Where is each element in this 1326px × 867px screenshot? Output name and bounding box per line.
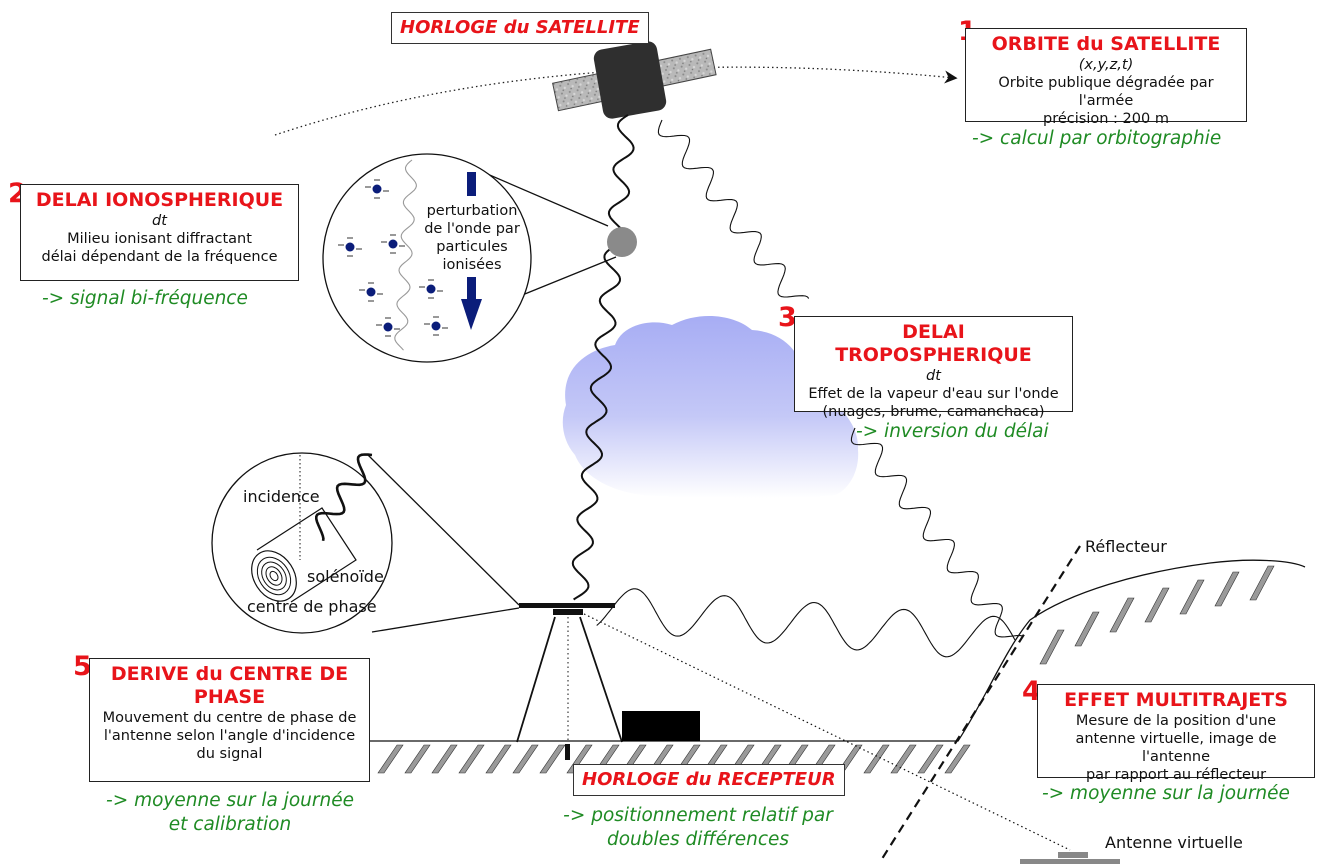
incidence-wave — [315, 453, 373, 541]
phase-solution-line1: -> moyenne sur la journée — [106, 790, 354, 811]
iono-line1: Milieu ionisant diffractant — [67, 231, 252, 247]
tropo-solution: -> inversion du délai — [856, 421, 1049, 442]
orbit-path — [274, 66, 958, 136]
orbit-solution: -> calcul par orbitographie — [972, 128, 1222, 149]
ionised-particles — [338, 179, 448, 337]
tropospheric-signal-wave — [657, 119, 1024, 638]
down-arrow-icon — [461, 299, 482, 330]
phase-line1: Mouvement du centre de phase de — [102, 710, 357, 726]
multipath-line3: par rapport au réflecteur — [1085, 767, 1267, 783]
phase-number: 5 — [73, 651, 92, 682]
tropo-title: DELAI TROPOSPHERIQUE — [835, 321, 1032, 366]
iono-title: DELAI IONOSPHERIQUE — [35, 189, 284, 211]
satellite-clock-label: HORLOGE du SATELLITE — [391, 12, 649, 44]
phase-center-label: centre de phase — [247, 597, 377, 616]
phase-title-line2: PHASE — [193, 686, 266, 708]
multipath-box: EFFET MULTITRAJETS Mesure de la position… — [1037, 684, 1315, 783]
iono-zoom-line4: ionisées — [442, 257, 502, 273]
iono-zoom-line1: perturbation — [426, 203, 518, 219]
tropo-line2: (nuages, brume, camanchaca) — [822, 404, 1045, 420]
phase-line2: l'antenne selon l'angle d'incidence — [103, 728, 356, 744]
solenoid-icon — [251, 507, 357, 603]
tropo-box: DELAI TROPOSPHERIQUE dt Effet de la vape… — [794, 316, 1073, 420]
phase-solution: -> moyenne sur la journée et calibration — [95, 789, 365, 837]
solenoid-label: solénoïde — [307, 567, 384, 586]
satellite-icon — [552, 41, 717, 119]
iono-variable: dt — [152, 213, 167, 229]
receiver-box — [622, 711, 700, 741]
reflector-line — [879, 545, 1081, 863]
troposphere-cloud — [562, 315, 859, 499]
iono-box: DELAI IONOSPHERIQUE dt Milieu ionisant d… — [20, 184, 299, 281]
direct-signal-wave — [571, 114, 635, 601]
iono-solution: -> signal bi-fréquence — [42, 288, 248, 309]
multipath-line1: Mesure de la position d'une — [1075, 713, 1277, 729]
orbit-line2: précision : 200 m — [1043, 111, 1169, 127]
reflector-label: Réflecteur — [1085, 537, 1167, 556]
ionosphere-disturbance — [607, 227, 637, 257]
gps-antenna — [516, 603, 623, 760]
iono-zoom-text: perturbation de l'onde par particules io… — [420, 202, 524, 274]
orbit-variables: (x,y,z,t) — [1078, 57, 1134, 73]
relative-line1: -> positionnement relatif par — [563, 805, 833, 826]
phase-title-line1: DERIVE du CENTRE DE — [110, 663, 349, 685]
incidence-label: incidence — [243, 487, 320, 506]
virtual-antenna-label: Antenne virtuelle — [1105, 833, 1243, 852]
tropo-number: 3 — [778, 302, 797, 333]
orbit-title: ORBITE du SATELLITE — [991, 33, 1221, 55]
ground-line — [365, 559, 1306, 742]
phase-solution-line2: et calibration — [168, 814, 292, 835]
iono-zoom-line3: particules — [436, 239, 508, 255]
ionosphere-zoom-circle — [322, 153, 532, 363]
multipath-signal-wave — [596, 588, 1016, 658]
iono-line2: délai dépendant de la fréquence — [41, 249, 278, 265]
tropo-variable: dt — [926, 368, 941, 384]
multipath-solution: -> moyenne sur la journée — [1042, 783, 1290, 804]
receiver-clock-label: HORLOGE du RECEPTEUR — [573, 764, 845, 796]
orbit-box: ORBITE du SATELLITE (x,y,z,t) Orbite pub… — [965, 28, 1247, 127]
phase-line3: du signal — [196, 746, 263, 762]
antenna-zoom-circle — [211, 452, 393, 634]
phase-box: DERIVE du CENTRE DE PHASE Mouvement du c… — [89, 658, 370, 782]
multipath-line2: antenne virtuelle, image de l'antenne — [1075, 731, 1277, 765]
relative-positioning-solution: -> positionnement relatif par doubles di… — [548, 804, 848, 852]
relative-line2: doubles différences — [606, 829, 790, 850]
orbit-line1: Orbite publique dégradée par l'armée — [998, 75, 1214, 109]
iono-zoom-line2: de l'onde par — [424, 221, 520, 237]
multipath-number: 4 — [1022, 676, 1041, 707]
multipath-title: EFFET MULTITRAJETS — [1064, 689, 1288, 711]
virtual-antenna — [1020, 852, 1120, 864]
tropo-line1: Effet de la vapeur d'eau sur l'onde — [808, 386, 1059, 402]
